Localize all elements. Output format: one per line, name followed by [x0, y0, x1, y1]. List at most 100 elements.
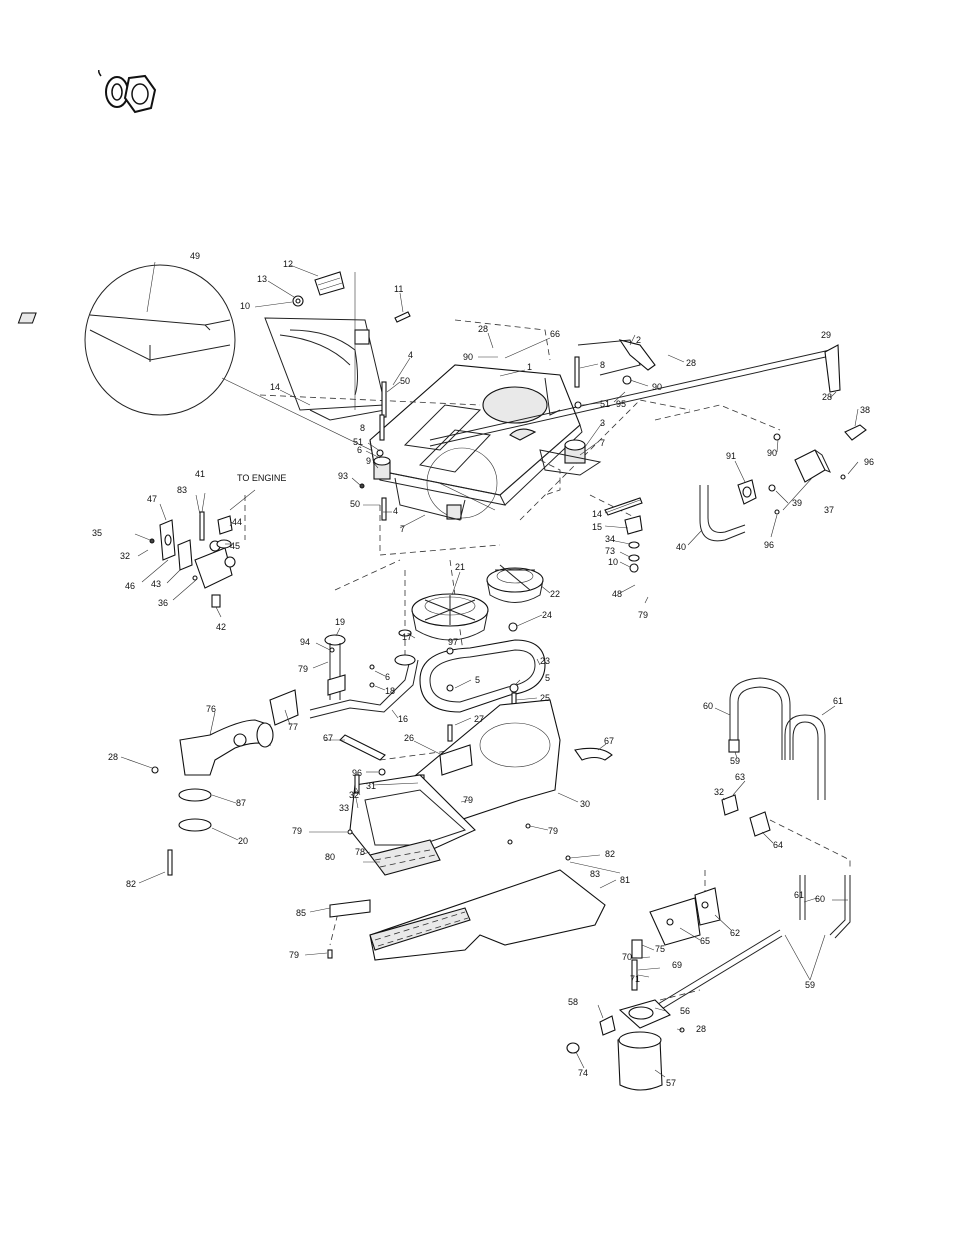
callout-28c: 28 — [822, 392, 832, 402]
callout-40: 40 — [676, 542, 686, 552]
callout-60b: 60 — [815, 894, 825, 904]
seat-bracket-assembly — [264, 271, 411, 421]
callout-6b: 6 — [385, 672, 390, 682]
callout-32c: 32 — [714, 787, 724, 797]
callout-76: 76 — [206, 704, 216, 714]
callout-79a: 79 — [638, 610, 648, 620]
callout-95: 95 — [616, 399, 626, 409]
callout-46: 46 — [125, 581, 135, 591]
callout-12: 12 — [283, 259, 293, 269]
callout-26: 26 — [404, 733, 414, 743]
callout-51b: 51 — [600, 399, 610, 409]
callout-83b: 83 — [590, 869, 600, 879]
callout-51a: 51 — [353, 437, 363, 447]
callout-4b: 4 — [393, 506, 398, 516]
callout-13: 13 — [257, 274, 267, 284]
callout-10a: 10 — [240, 301, 250, 311]
callout-91: 91 — [726, 451, 736, 461]
callout-14a: 14 — [270, 382, 280, 392]
callout-4a: 4 — [408, 350, 413, 360]
callout-45: 45 — [230, 541, 240, 551]
callout-60a: 60 — [703, 701, 713, 711]
right-bracket-parts — [539, 339, 656, 476]
throttle-assembly — [699, 424, 867, 542]
callout-labels: 49 12 13 10 11 14 28 66 90 1 4 50 8 51 6… — [92, 251, 874, 1088]
callout-8a: 8 — [360, 423, 365, 433]
callout-28b: 28 — [686, 358, 696, 368]
callout-17: 17 — [402, 632, 412, 642]
callout-28a: 28 — [478, 324, 488, 334]
callout-15: 15 — [592, 522, 602, 532]
callout-63: 63 — [735, 772, 745, 782]
callout-21: 21 — [455, 562, 465, 572]
callout-1: 1 — [527, 362, 532, 372]
callout-33: 33 — [339, 803, 349, 813]
callout-83a: 83 — [177, 485, 187, 495]
callout-25: 25 — [540, 693, 550, 703]
callout-5b: 5 — [545, 673, 550, 683]
callout-62: 62 — [730, 928, 740, 938]
callout-8b: 8 — [600, 360, 605, 370]
callout-79d: 79 — [292, 826, 302, 836]
detail-circle — [17, 261, 496, 511]
callout-73: 73 — [605, 546, 615, 556]
callout-96b: 96 — [764, 540, 774, 550]
callout-30: 30 — [580, 799, 590, 809]
callout-50a: 50 — [400, 376, 410, 386]
exhaust-pipes — [309, 629, 419, 719]
callout-24: 24 — [542, 610, 552, 620]
pulleys-and-belt — [411, 564, 546, 742]
fuel-filter-assembly — [566, 887, 783, 1091]
callout-49: 49 — [190, 251, 200, 261]
callout-41: 41 — [195, 469, 205, 479]
callout-19: 19 — [335, 617, 345, 627]
callout-31: 31 — [366, 781, 376, 791]
callout-27: 27 — [474, 714, 484, 724]
fuel-hoses — [721, 677, 851, 939]
callout-32a: 32 — [120, 551, 130, 561]
callout-7b: 7 — [600, 438, 605, 448]
callout-90c: 90 — [767, 448, 777, 458]
exhaust-manifold — [149, 511, 236, 608]
callout-69: 69 — [672, 960, 682, 970]
callout-39: 39 — [792, 498, 802, 508]
callout-71: 71 — [630, 974, 640, 984]
callout-67b: 67 — [604, 736, 614, 746]
callout-58: 58 — [568, 997, 578, 1007]
callout-7a: 7 — [400, 524, 405, 534]
callout-50b: 50 — [350, 499, 360, 509]
callout-85: 85 — [296, 908, 306, 918]
lower-tray — [347, 774, 531, 876]
callout-23: 23 — [540, 656, 550, 666]
callout-44: 44 — [232, 517, 242, 527]
callout-42: 42 — [216, 622, 226, 632]
hose-clamps — [339, 734, 613, 761]
bracket-85 — [327, 899, 371, 959]
callout-57: 57 — [666, 1078, 676, 1088]
callout-2: 2 — [636, 335, 641, 345]
callout-9: 9 — [366, 456, 371, 466]
callout-3: 3 — [600, 418, 605, 428]
callout-61a: 61 — [833, 696, 843, 706]
callout-59b: 59 — [805, 980, 815, 990]
callout-79f: 79 — [289, 950, 299, 960]
callout-43: 43 — [151, 579, 161, 589]
callout-16: 16 — [398, 714, 408, 724]
callout-75a: 75 — [655, 944, 665, 954]
callout-70: 70 — [622, 952, 632, 962]
callout-81: 81 — [620, 875, 630, 885]
callout-11: 11 — [394, 284, 403, 294]
callout-34: 34 — [605, 534, 615, 544]
side-panel — [369, 855, 606, 961]
dashed-leaders — [244, 319, 851, 1001]
callout-74: 74 — [578, 1068, 588, 1078]
callout-36: 36 — [158, 598, 168, 608]
callout-80: 80 — [325, 852, 335, 862]
callout-35: 35 — [92, 528, 102, 538]
callout-78: 78 — [355, 847, 365, 857]
callout-28d: 28 — [108, 752, 118, 762]
callout-22: 22 — [550, 589, 560, 599]
callout-14b: 14 — [592, 509, 602, 519]
callout-77: 77 — [288, 722, 298, 732]
